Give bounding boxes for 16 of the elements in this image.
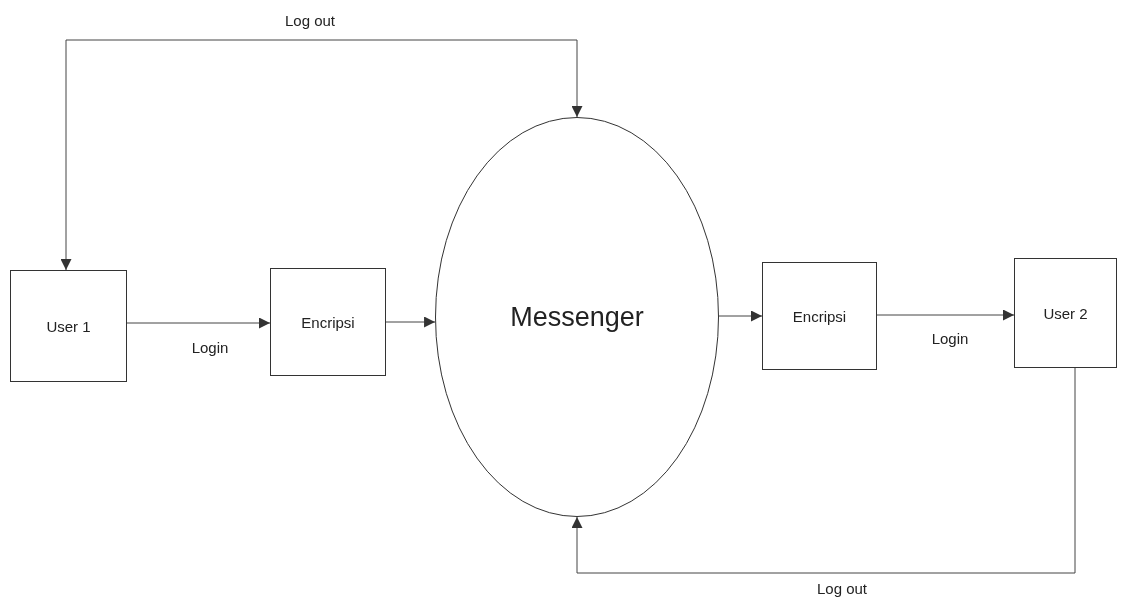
arrow <box>571 367 1076 574</box>
entity-box <box>1014 258 1117 368</box>
entity-box <box>10 270 127 382</box>
node-label: User 2 <box>1043 304 1088 322</box>
arrow <box>126 317 271 329</box>
node-label: Encripsi <box>301 313 355 331</box>
process-ellipse <box>435 117 719 517</box>
node-label: Messenger <box>510 301 644 333</box>
entity-box <box>762 262 877 370</box>
arrow <box>718 310 763 322</box>
arrow <box>60 39 583 271</box>
entity-box <box>270 268 386 376</box>
arrow <box>876 309 1015 321</box>
arrow <box>385 316 436 328</box>
node-label: Encripsi <box>792 307 847 325</box>
node-label: User 1 <box>46 317 91 335</box>
